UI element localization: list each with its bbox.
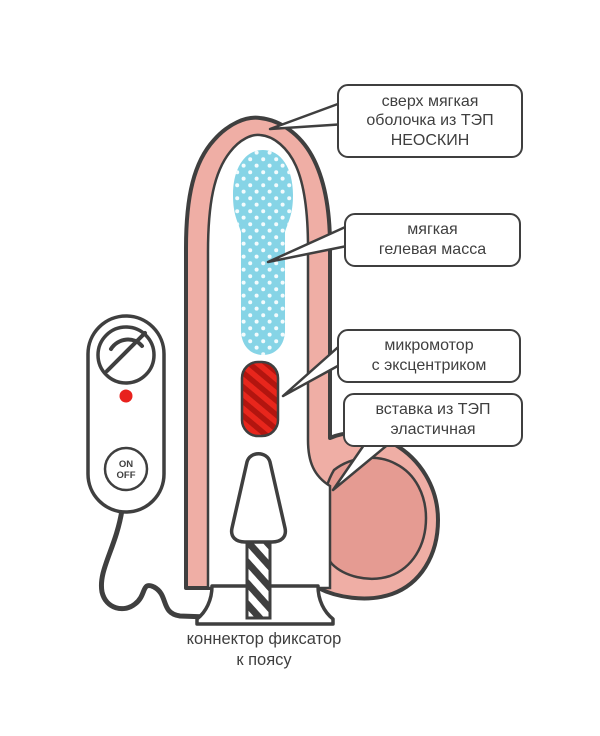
callout-motor-label: микромотор с эксцентриком — [371, 337, 487, 374]
callout-shell: сверх мягкая оболочка из ТЭП НЕОСКИН — [337, 84, 523, 158]
cone-insert — [229, 452, 288, 544]
pointer-shell — [268, 99, 348, 131]
led-indicator — [119, 389, 133, 403]
onoff-off-label: OFF — [117, 470, 136, 481]
onoff-button — [103, 446, 149, 492]
onoff-on-label: ON — [119, 459, 133, 470]
testicle-inner-surface — [319, 456, 428, 580]
gel-mass-dots — [233, 150, 293, 355]
remote-dial-wave-icon — [105, 331, 147, 373]
callout-gel: мягкая гелевая масса — [344, 213, 521, 267]
threaded-rod-stripes — [245, 538, 272, 620]
connector-caption: коннектор фиксатор к поясу — [186, 630, 342, 670]
remote-cable — [98, 507, 211, 620]
remote-dial-wave-icon-curve — [109, 337, 144, 351]
callout-shell-label: сверх мягкая оболочка из ТЭП НЕОСКИН — [366, 92, 494, 149]
micromotor-stripes — [240, 360, 280, 438]
remote-dial — [96, 325, 156, 385]
callout-insert: вставка из ТЭП эластичная — [343, 393, 523, 447]
callout-motor: микромотор с эксцентриком — [337, 329, 521, 383]
callout-insert-label: вставка из ТЭП эластичная — [375, 401, 491, 438]
callout-gel-label: мягкая гелевая масса — [378, 221, 487, 258]
